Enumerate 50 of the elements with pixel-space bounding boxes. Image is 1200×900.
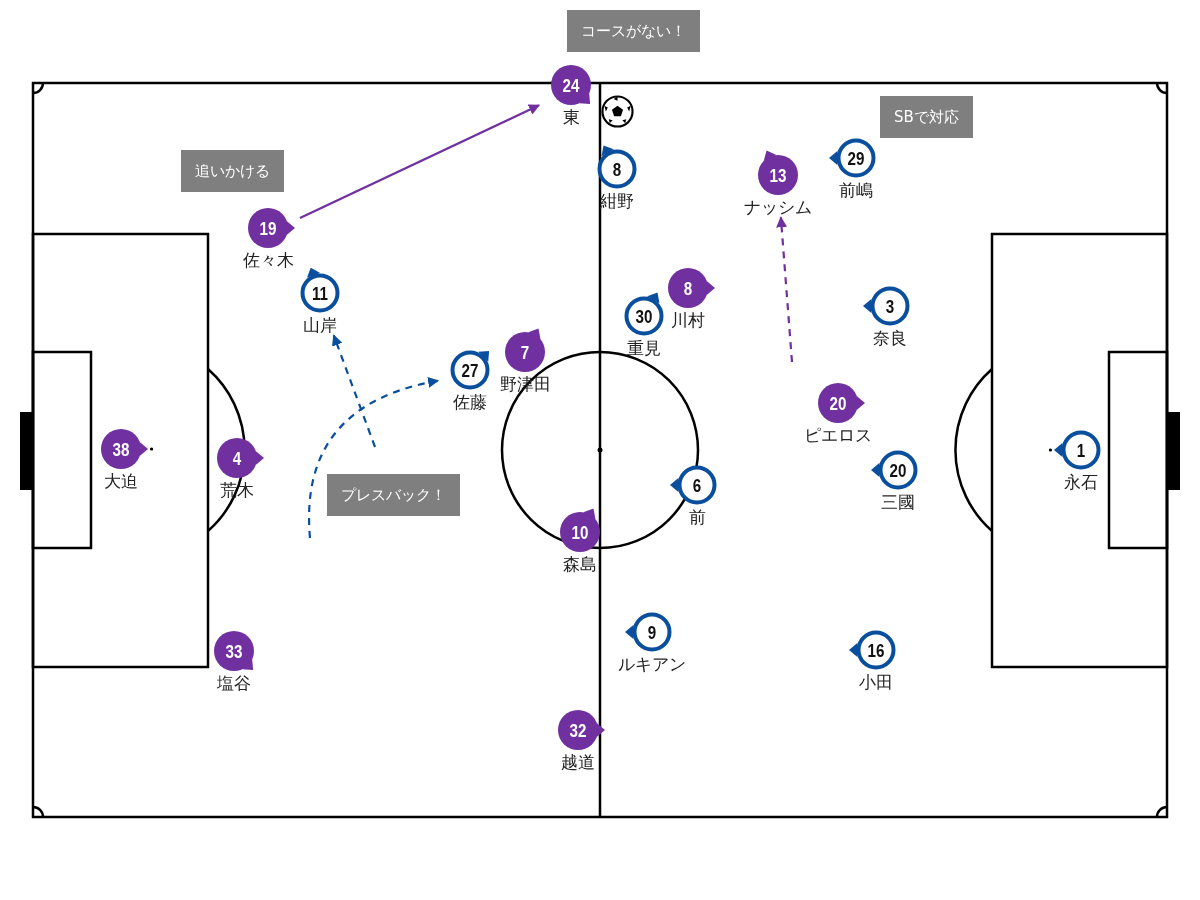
player-number: 20	[889, 460, 907, 480]
player-name: 大迫	[104, 471, 138, 492]
player-number: 20	[829, 393, 847, 413]
player-number: 7	[520, 342, 530, 362]
player-number: 9	[647, 622, 657, 642]
callout-box: SBで対応	[880, 96, 973, 138]
player-number: 1	[1076, 440, 1086, 460]
player-name: ルキアン	[618, 654, 686, 675]
player-name: 小田	[859, 672, 893, 693]
player-number: 13	[769, 165, 787, 185]
player-number: 33	[225, 641, 243, 661]
player-name: 前	[688, 507, 706, 528]
player-number: 27	[461, 360, 479, 380]
player-number: 32	[569, 720, 587, 740]
player-number: 6	[692, 475, 702, 495]
player-name: 奈良	[873, 328, 907, 349]
player-name: 三國	[881, 492, 915, 513]
player-name: 永石	[1064, 472, 1098, 493]
player-number: 8	[612, 159, 622, 179]
player-number: 38	[112, 439, 130, 459]
player-number: 10	[571, 522, 589, 542]
callout-box: コースがない！	[567, 10, 700, 52]
player-number: 3	[885, 296, 895, 316]
player-name: 前嶋	[839, 180, 873, 201]
player-name: 山岸	[303, 315, 337, 336]
player-name: 佐々木	[242, 250, 294, 271]
player-number: 29	[847, 148, 865, 168]
player-name: 塩谷	[217, 673, 251, 694]
arrow	[332, 334, 377, 448]
player-name: 森島	[563, 554, 597, 575]
callout-box: 追いかける	[181, 150, 284, 192]
player-name: ナッシム	[744, 197, 812, 218]
player-name: 荒木	[220, 480, 254, 501]
player-number: 8	[683, 278, 693, 298]
player-name: ピエロス	[804, 425, 872, 446]
player-number: 30	[635, 306, 653, 326]
player-name: 重見	[627, 338, 661, 359]
player-number: 16	[867, 640, 885, 660]
arrow	[308, 377, 440, 539]
player-name: 佐藤	[453, 392, 487, 413]
callout-box: プレスバック！	[327, 474, 460, 516]
player-number: 4	[232, 448, 242, 468]
player-number: 11	[311, 283, 329, 303]
player-name: 越道	[561, 752, 595, 773]
player-number: 24	[562, 75, 580, 95]
arrow	[776, 216, 794, 363]
player-number: 19	[259, 218, 277, 238]
arrow	[299, 104, 540, 220]
player-name: 東	[562, 107, 580, 128]
player-name: 川村	[671, 310, 705, 331]
